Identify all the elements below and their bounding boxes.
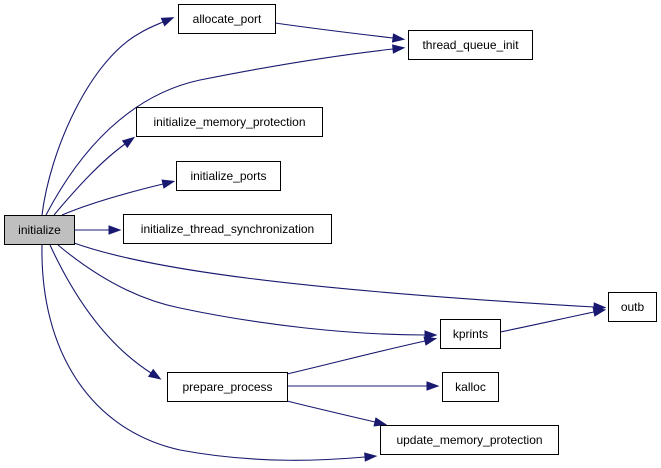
node-box [408,30,533,60]
edge-line [286,340,426,375]
node-box [4,215,75,245]
edge-initialize-to-thread_queue_init [45,44,406,216]
node-initialize[interactable]: initialize [4,215,75,245]
node-kprints[interactable]: kprints [440,319,501,349]
nodes-layer: initialize allocate_port thread_queue_init… [4,4,657,455]
edge-initialize-to-initialize_memory_protection [53,136,136,216]
node-update-memory-protection[interactable]: update_memory_protection [380,425,559,455]
arrowhead-icon [424,330,438,340]
node-initialize-thread-synchronization[interactable]: initialize_thread_synchronization [123,214,332,244]
edge-prepare_process-to-kprints [286,336,438,375]
edge-prepare_process-to-update_memory_protection [286,400,388,427]
node-box [442,372,499,402]
arrowhead-icon [121,136,136,149]
arrowhead-icon [391,33,406,43]
arrowhead-icon [364,452,378,462]
node-box [136,107,323,137]
arrowhead-icon [426,381,440,391]
edge-line [49,244,152,374]
edge-line [61,183,164,216]
node-initialize-memory-protection[interactable]: initialize_memory_protection [136,107,323,137]
node-label: thread_queue_init [422,38,519,52]
edge-line [41,21,164,216]
edge-prepare_process-to-kalloc [287,381,440,391]
node-box [440,319,501,349]
node-box [167,372,288,402]
edge-line [41,244,366,461]
edge-line [73,242,595,308]
arrowhead-icon [108,225,122,235]
arrowhead-icon [373,417,388,427]
edge-line [286,400,376,423]
edge-kprints-to-outb [499,307,607,333]
node-label: initialize_memory_protection [153,115,305,129]
edge-line [45,48,394,216]
node-prepare-process[interactable]: prepare_process [167,372,288,402]
node-label: initialize_thread_synchronization [141,222,314,236]
node-label: prepare_process [182,380,272,394]
edge-initialize-to-initialize_ports [61,179,176,216]
edge-line [274,22,394,39]
node-label: kprints [453,327,488,341]
node-allocate-port[interactable]: allocate_port [178,4,276,34]
node-label: initialize [18,223,61,237]
edge-initialize-to-allocate_port [41,17,175,216]
edge-initialize-to-update_memory_protection [41,244,378,462]
node-kalloc[interactable]: kalloc [442,372,499,402]
edge-initialize-to-initialize_thread_synchronization [74,225,122,235]
edge-initialize-to-prepare_process [49,244,162,380]
edge-allocate_port-to-thread_queue_init [274,22,406,43]
node-outb[interactable]: outb [608,292,657,322]
node-initialize-ports[interactable]: initialize_ports [176,161,281,191]
node-box [178,4,276,34]
node-label: outb [621,300,645,314]
node-label: allocate_port [193,12,262,26]
node-box [176,161,281,191]
node-label: update_memory_protection [396,433,542,447]
edge-line [53,143,126,216]
edge-line [499,311,595,333]
arrowhead-icon [161,179,176,189]
edges-layer [41,17,607,462]
node-label: initialize_ports [190,169,266,183]
node-thread-queue-init[interactable]: thread_queue_init [408,30,533,60]
arrowhead-icon [392,44,406,54]
arrowhead-icon [160,17,175,27]
arrowhead-icon [147,368,162,380]
node-label: kalloc [455,380,486,394]
node-box [123,214,332,244]
node-box [380,425,559,455]
node-box [608,292,657,322]
edge-line [57,244,426,336]
arrowhead-icon [423,336,438,346]
edge-initialize-to-kprints [57,244,438,340]
arrowhead-icon [592,307,607,317]
